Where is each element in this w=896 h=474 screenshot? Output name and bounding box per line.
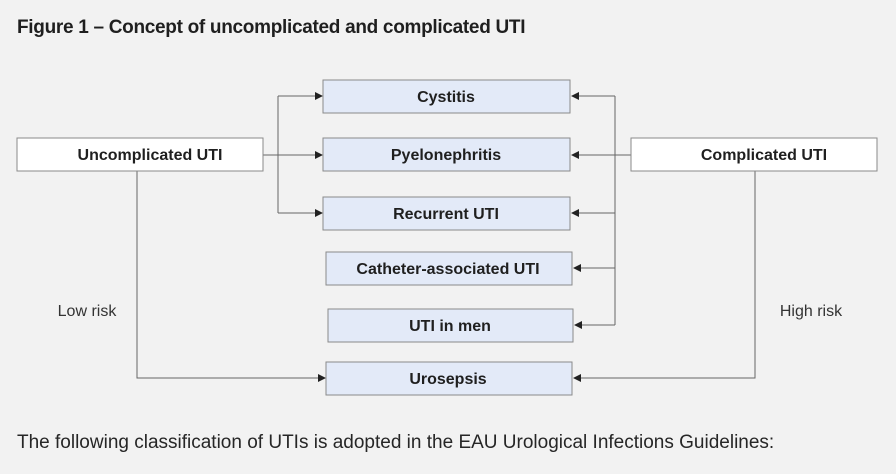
right-connectors (571, 92, 756, 382)
uncomplicated-uti-box: Uncomplicated UTI (16, 137, 264, 172)
pyelonephritis-label: Pyelonephritis (391, 147, 501, 164)
urosepsis-box: Urosepsis (325, 361, 573, 396)
uti-in-men-label: UTI in men (409, 318, 491, 335)
recurrent-uti-box: Recurrent UTI (322, 196, 571, 231)
catheter-associated-uti-box: Catheter-associated UTI (325, 251, 573, 286)
cystitis-box: Cystitis (322, 79, 571, 114)
uti-concept-diagram: Uncomplicated UTI Complicated UTI Cystit… (16, 79, 878, 396)
classification-caption: The following classification of UTIs is … (17, 432, 775, 453)
figure-title: Figure 1 – Concept of uncomplicated and … (17, 17, 526, 38)
urosepsis-label: Urosepsis (409, 371, 486, 388)
recurrent-uti-label: Recurrent UTI (393, 206, 499, 223)
low-risk-label: Low risk (58, 303, 118, 320)
cystitis-label: Cystitis (417, 89, 475, 106)
complicated-uti-label: Complicated UTI (701, 147, 827, 164)
uti-in-men-box: UTI in men (327, 308, 574, 343)
pyelonephritis-box: Pyelonephritis (322, 137, 571, 172)
catheter-associated-uti-label: Catheter-associated UTI (356, 261, 539, 278)
high-risk-label: High risk (780, 303, 843, 320)
connector-high-risk-to-urosepsis (573, 171, 756, 382)
connector-low-risk-to-urosepsis (136, 171, 326, 382)
complicated-uti-box: Complicated UTI (630, 137, 878, 172)
left-connectors (136, 92, 326, 382)
uncomplicated-uti-label: Uncomplicated UTI (78, 147, 223, 164)
